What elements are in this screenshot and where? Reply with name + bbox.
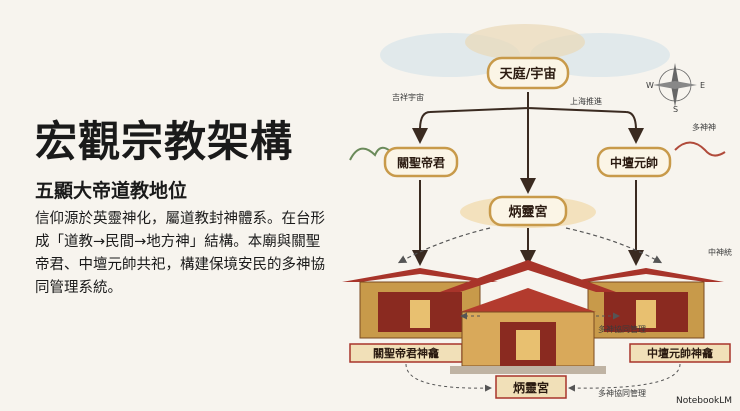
note-top-left: 吉祥宇宙 [392, 92, 424, 102]
watermark: NotebookLM [675, 396, 732, 406]
node-bingling-center-label: 炳靈宮 [508, 204, 547, 220]
svg-text:S: S [673, 105, 678, 114]
note-collab-mid: 多神協同管理 [598, 324, 646, 334]
shrine-right-label: 中壇元帥神龕 [647, 346, 714, 360]
hierarchy-diagram: 天庭/宇宙 吉祥宇宙 上海推進 E W S 關聖帝君 中壇元帥 多神神 炳靈宮 … [342, 24, 732, 399]
shrine-left-label: 關聖帝君神龕 [373, 346, 440, 360]
note-right-top: 多神神 [692, 122, 716, 132]
node-bingling-center: 炳靈宮 [460, 195, 596, 228]
node-bingling-bottom-label: 炳靈宮 [513, 380, 549, 395]
page-subtitle: 五顯大帝道教地位 [35, 180, 188, 202]
note-collab-bottom: 多神協同管理 [598, 388, 646, 398]
node-heaven-label: 天庭/宇宙 [500, 66, 557, 82]
svg-text:E: E [700, 81, 705, 90]
note-top-right: 上海推進 [570, 96, 602, 106]
node-guan-sheng: 關聖帝君 [349, 146, 459, 178]
node-zhong-tan-label: 中壇元帥 [610, 155, 658, 170]
node-bingling-bottom: 炳靈宮 [495, 375, 567, 399]
node-heaven: 天庭/宇宙 [486, 56, 570, 90]
node-zhong-tan: 中壇元帥 [596, 141, 726, 178]
compass-icon: E W S [646, 63, 705, 114]
body-paragraph: 信仰源於英靈神化，屬道教封神體系。在台形成「道教→民間→地方神」結構。本廟與關聖… [35, 211, 325, 296]
note-right-side: 中神統 [708, 247, 732, 257]
temple-center [440, 260, 616, 374]
cloud-decoration-top [380, 24, 670, 77]
page-title: 宏觀宗教架構 [35, 117, 294, 166]
svg-text:W: W [646, 81, 654, 90]
shrine-right: 中壇元帥神龕 [568, 268, 731, 363]
node-guan-sheng-label: 關聖帝君 [397, 155, 445, 170]
